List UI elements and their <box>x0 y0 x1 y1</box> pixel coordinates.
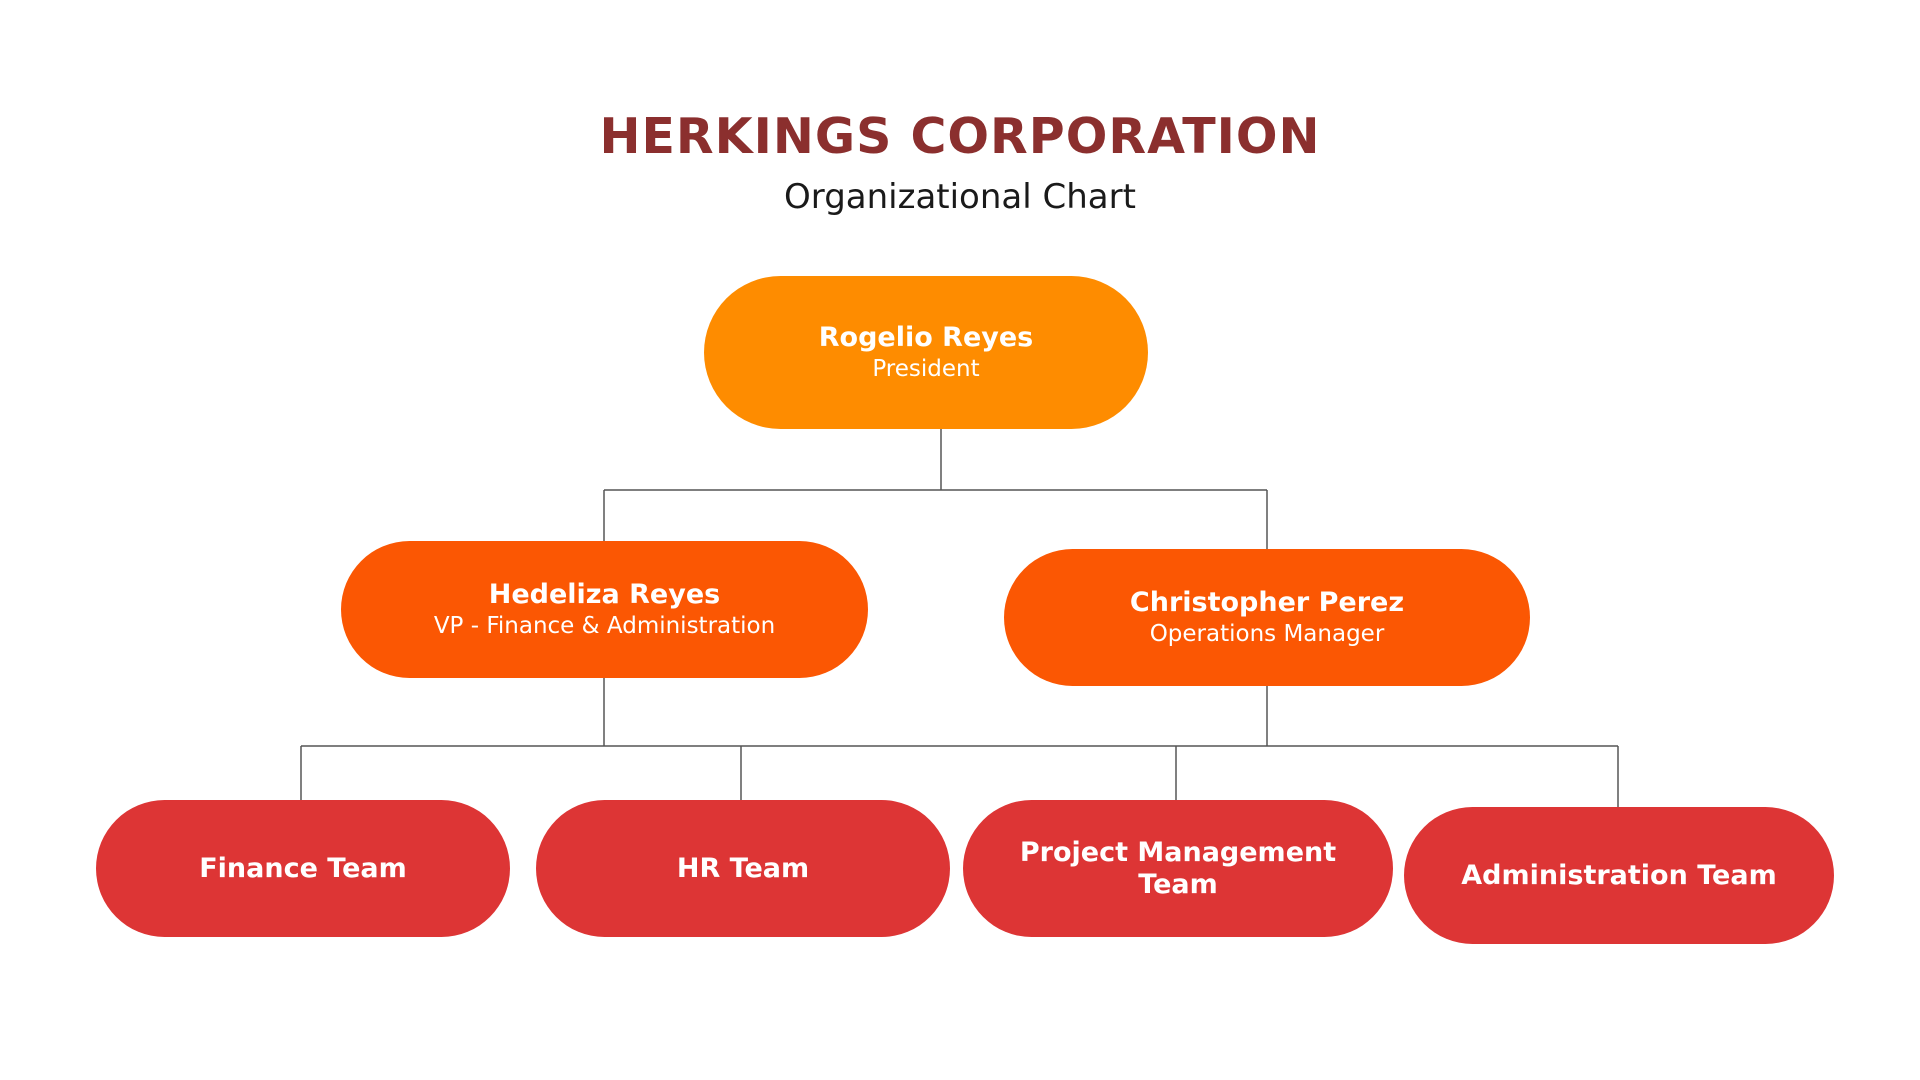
manager-role: VP - Finance & Administration <box>433 612 776 639</box>
node-hr-team: HR Team <box>536 800 950 937</box>
node-hedeliza-reyes: Hedeliza Reyes VP - Finance & Administra… <box>341 541 868 678</box>
president-role: President <box>872 355 980 382</box>
node-administration-team: Administration Team <box>1404 807 1834 944</box>
team-label: HR Team <box>676 852 810 884</box>
chart-title: HERKINGS CORPORATION <box>599 108 1321 165</box>
node-project-management-team: Project Management Team <box>963 800 1393 937</box>
chart-subtitle: Organizational Chart <box>784 177 1136 217</box>
manager-name: Hedeliza Reyes <box>488 578 721 610</box>
node-finance-team: Finance Team <box>96 800 510 937</box>
team-label: Finance Team <box>199 852 407 884</box>
node-christopher-perez: Christopher Perez Operations Manager <box>1004 549 1530 686</box>
team-label: Project Management Team <box>1019 836 1337 900</box>
manager-role: Operations Manager <box>1149 620 1385 647</box>
team-label: Administration Team <box>1461 859 1777 891</box>
node-president: Rogelio Reyes President <box>704 276 1148 429</box>
manager-name: Christopher Perez <box>1129 586 1405 618</box>
president-name: Rogelio Reyes <box>818 321 1034 353</box>
